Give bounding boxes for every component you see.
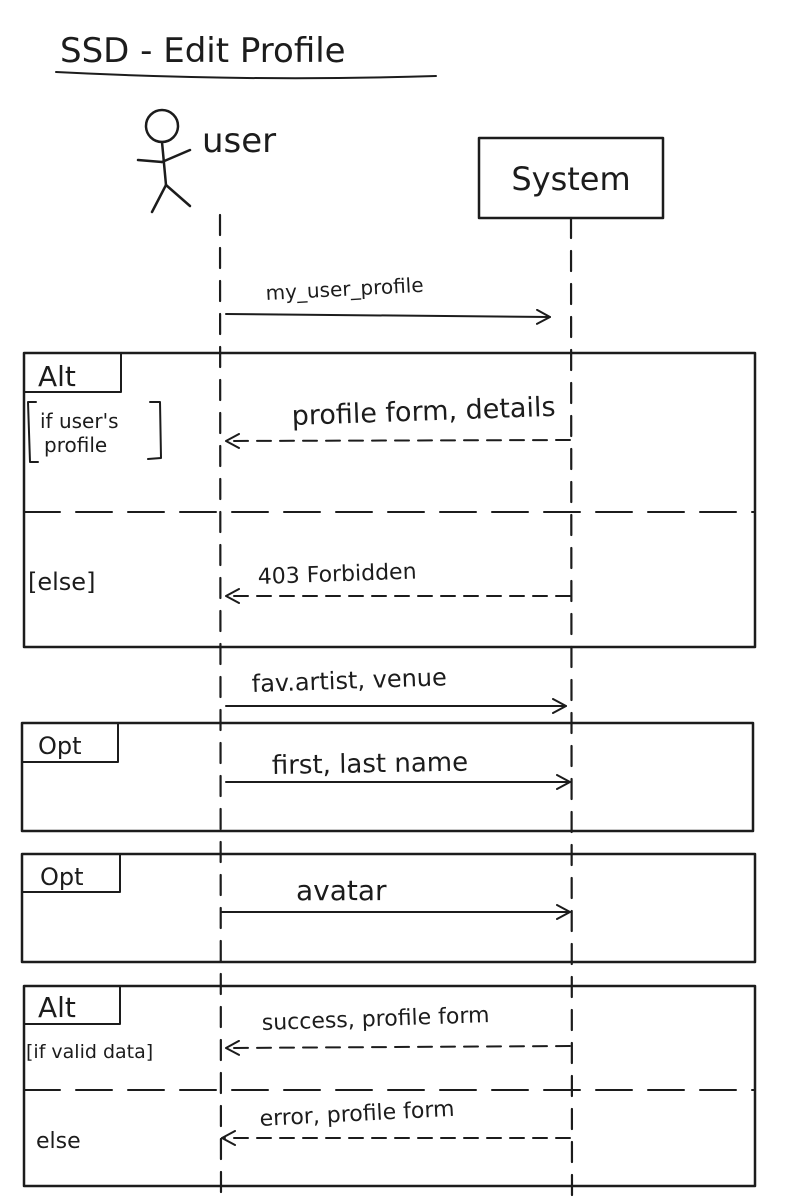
guard-condition: profile [44,433,107,457]
fragment-operator: Opt [38,732,82,760]
system-lifeline [569,216,574,1200]
message-label: success, profile form [261,1003,490,1036]
message-label: profile form, details [291,392,556,432]
message-label: fav.artist, venue [251,663,447,698]
alt-fragment-frame [22,984,757,1188]
else-guard: [else] [28,568,95,596]
alt-fragment-frame [22,351,757,649]
message-label: my_user_profile [265,273,424,305]
title-underline [55,71,437,80]
actor-label: user [202,121,276,161]
system-label: System [511,160,630,198]
opt-fragment-frame [20,852,757,964]
guard-bracket-left [27,401,39,463]
opt-fragment-frame [20,721,755,833]
guard-condition: [if valid data] [26,1041,153,1063]
fragment-operator: Alt [38,991,76,1024]
message-label: error, profile form [259,1097,455,1132]
else-guard: else [36,1129,81,1154]
message-label: first, last name [272,748,469,781]
message-arrow [225,308,551,325]
guard-bracket-right [147,401,162,460]
fragment-operator: Opt [40,863,84,891]
fragment-operator-tab [21,853,121,893]
fragment-operator-tab [23,352,122,393]
fragment-operator-tab [23,985,121,1025]
message-label: 403 Forbidden [257,559,417,590]
fragment-operator: Alt [38,360,76,393]
message-label: avatar [296,874,387,907]
user-actor-icon [136,108,192,214]
user-lifeline [218,213,223,1200]
diagram-title: SSD - Edit Profile [60,31,346,71]
guard-condition: if user's [40,409,119,433]
message-arrow [225,1039,571,1056]
message-arrow [225,432,571,449]
fragment-operator-tab [21,722,119,763]
